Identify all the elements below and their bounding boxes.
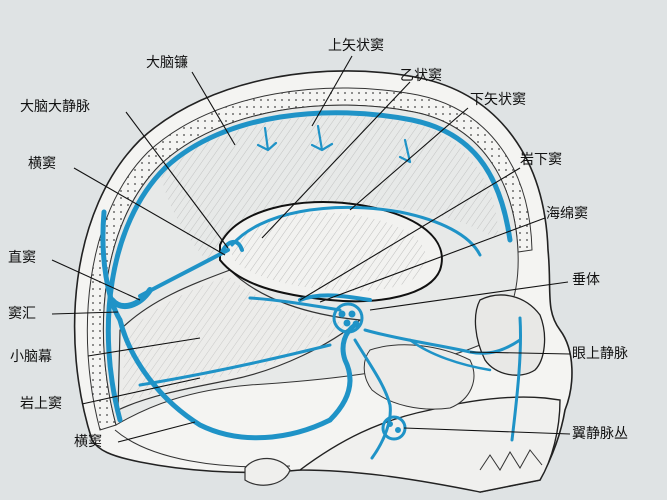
leader-ysd [81,377,201,405]
ophthalmic-branch [510,316,523,442]
cavernous-sinus [298,293,372,302]
pterygoid-veins [353,338,392,460]
label-inferior-sagittal-sinus: 下矢状窦 [470,92,526,108]
facial-vein [408,338,492,372]
leader-yxd [299,167,521,301]
leader-ysjm [469,351,571,355]
transverse-sinus-upper [100,209,123,323]
leader-yzd [261,81,411,239]
plexus-node [387,421,393,427]
transverse-sinus-lower [117,317,333,441]
label-transverse-sinus-bottom: 横窦 [74,434,102,450]
leader-xszd [349,107,469,211]
superior-ophthalmic-vein [363,328,522,355]
maxilla-teeth [479,449,543,471]
plexus-node [348,310,356,318]
leader-hd-bottom [117,421,196,443]
label-pterygoid-plexus: 翼静脉丛 [572,426,628,442]
label-cavernous-sinus: 海绵窦 [546,205,588,222]
cavernous-plexus [332,302,364,334]
confluence [109,287,153,310]
temporal-region [363,344,475,410]
leader-sszd [311,55,353,127]
leader-ct [369,281,569,311]
leader-xnm [87,337,201,357]
label-straight-sinus: 直窦 [8,249,36,266]
inferior-sagittal-sinus [230,206,482,257]
label-confluence: 窦汇 [8,306,36,322]
label-falx-cerebri: 大脑镰 [146,54,188,71]
label-tentorium: 小脑幕 [10,349,52,365]
mastoid [244,457,291,486]
superior-petrosal-sinus [138,343,332,387]
notch-hatching [232,212,427,292]
plexus-node [338,310,346,318]
tentorium-texture [122,276,350,404]
ssd-tributaries [256,124,412,164]
label-pituitary: 垂体 [572,272,600,288]
label-inferior-petrosal-sinus: 岩下窦 [520,152,562,168]
leader-dh [51,311,119,315]
plexus-node [395,427,401,433]
leader-hmd [319,217,546,303]
label-transverse-sinus-top: 横窦 [28,156,56,172]
inferior-petrosal-sinus [248,296,342,312]
plexus-node [343,319,351,327]
label-sigmoid-sinus: 乙状窦 [400,68,442,84]
leader-hd-top [73,167,226,256]
leader-yjmc [403,427,571,435]
label-superior-sagittal-sinus: 上矢状窦 [328,38,384,54]
leader-dndjm [125,111,229,249]
label-great-cerebral-vein: 大脑大静脉 [20,99,90,115]
plexus-node [352,320,360,328]
label-superior-petrosal-sinus: 岩上窦 [20,396,62,412]
label-superior-ophthalmic-vein: 眼上静脉 [572,346,628,362]
orbit-region [474,294,546,376]
leader-zd [51,259,141,301]
great-cerebral-vein [220,240,244,254]
leader-dnl [191,71,236,146]
